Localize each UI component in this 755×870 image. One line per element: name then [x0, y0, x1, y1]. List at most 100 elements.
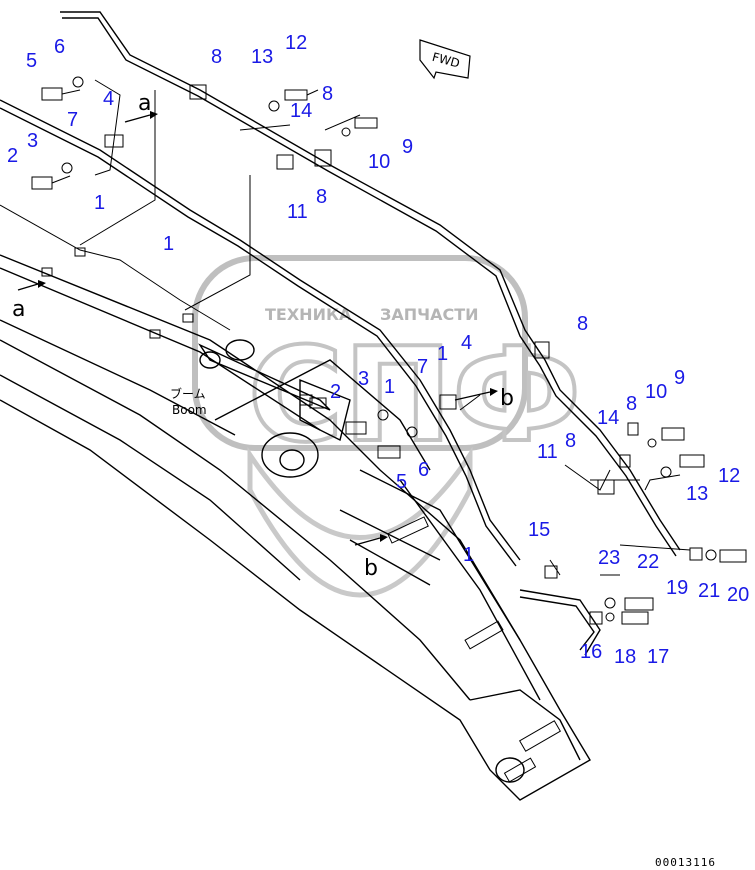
- callout-label: 1: [463, 544, 474, 566]
- view-arrows: a a b b: [12, 91, 514, 581]
- fwd-label: FWD: [431, 50, 462, 71]
- watermark-text-1: ТЕХНИКА: [265, 305, 352, 324]
- view-marker-b-right: b: [500, 386, 514, 411]
- callout-label: 2: [7, 145, 18, 167]
- clamp-icon: [619, 454, 631, 468]
- callout-label: 19: [666, 577, 688, 599]
- callout-label: 17: [647, 646, 669, 668]
- bolt-icon: [661, 427, 685, 441]
- clamp-icon: [627, 422, 639, 436]
- callout-label: 12: [285, 32, 307, 54]
- callout-label: 5: [26, 50, 37, 72]
- callout-label: 10: [368, 151, 390, 173]
- callout-label: 20: [727, 584, 749, 606]
- callout-label: 8: [322, 83, 333, 105]
- clamp-icon: [189, 84, 207, 100]
- clamp-icon: [439, 394, 457, 410]
- clamp-icon: [534, 341, 550, 359]
- callout-label: 8: [316, 186, 327, 208]
- clamp-icon: [597, 479, 615, 495]
- watermark-frame: [192, 255, 528, 451]
- callout-label: 16: [580, 641, 602, 663]
- view-marker-a-top: a: [138, 91, 151, 116]
- document-number: 00013116: [655, 856, 716, 869]
- boom-foot-pin: [225, 339, 255, 361]
- washer-icon: [72, 76, 84, 88]
- washer-icon: [605, 612, 615, 622]
- callout-label: 18: [614, 646, 636, 668]
- callout-label: 4: [103, 88, 114, 110]
- callout-label: 1: [94, 192, 105, 214]
- callout-label: 6: [418, 459, 429, 481]
- bolt-icon: [41, 87, 81, 101]
- bolt-icon: [679, 454, 705, 468]
- callout-label: 21: [698, 580, 720, 602]
- bolt-icon: [621, 611, 649, 625]
- callout-label: 4: [461, 332, 472, 354]
- boom-label-en: Boom: [172, 403, 207, 417]
- callouts: 5 6 4 7 3 2 1 8 13 12 8 14 9 10 8 11 1 8…: [7, 32, 749, 668]
- callout-label: 15: [528, 519, 550, 541]
- callout-label: 3: [358, 368, 369, 390]
- washer-icon: [647, 438, 657, 448]
- callout-label: 8: [626, 393, 637, 415]
- callout-label: 9: [402, 136, 413, 158]
- view-marker-a-left: a: [12, 297, 25, 322]
- callout-label: 13: [686, 483, 708, 505]
- callout-label: 12: [718, 465, 740, 487]
- callout-label: 2: [330, 381, 341, 403]
- washer-icon: [341, 127, 351, 137]
- callout-label: 14: [597, 407, 619, 429]
- callout-label: 8: [211, 46, 222, 68]
- callout-label: 23: [598, 547, 620, 569]
- clamp-icon: [299, 394, 313, 406]
- callout-label: 3: [27, 130, 38, 152]
- callout-label: 7: [417, 356, 428, 378]
- callout-label: 11: [537, 441, 558, 463]
- fwd-arrow-icon: [419, 39, 471, 80]
- fwd-arrow: FWD: [419, 39, 471, 80]
- clamp-icon: [104, 134, 124, 148]
- clamp-icon: [689, 547, 703, 561]
- clamp-icon: [544, 565, 558, 579]
- callout-label: 11: [287, 201, 308, 223]
- callout-label: 14: [290, 100, 312, 122]
- boom-body: [0, 254, 591, 801]
- boom-pin-boss: [261, 432, 319, 478]
- washer-icon: [268, 100, 280, 112]
- bolt-icon: [624, 597, 654, 611]
- watermark-text-2: ЗАПЧАСТИ: [380, 305, 479, 324]
- clamp-icon: [276, 154, 294, 170]
- callout-label: 5: [396, 471, 407, 493]
- clamps: [41, 247, 562, 783]
- hardware: [31, 76, 747, 625]
- bolt-icon: [284, 89, 319, 101]
- washer-icon: [406, 426, 418, 438]
- piping: [0, 11, 681, 656]
- callout-label: 1: [384, 376, 395, 398]
- washer-icon: [660, 466, 672, 478]
- clamp-icon: [314, 149, 332, 167]
- callout-label: 22: [637, 551, 659, 573]
- callout-label: 1: [163, 233, 174, 255]
- watermark: ТЕХНИКА ЗАПЧАСТИ СПФ: [192, 255, 583, 598]
- callout-label: 7: [67, 109, 78, 131]
- callout-label: 1: [437, 343, 448, 365]
- washer-icon: [377, 409, 389, 421]
- callout-label: 10: [645, 381, 667, 403]
- bolt-icon: [354, 117, 378, 129]
- clamp-icon: [589, 611, 603, 625]
- washer-icon: [61, 162, 73, 174]
- callout-label: 9: [674, 367, 685, 389]
- bolt-icon: [31, 175, 71, 190]
- washer-icon: [705, 549, 717, 561]
- callout-label: 8: [577, 313, 588, 335]
- washer-icon: [604, 597, 616, 609]
- boom-label-jp: ブーム: [170, 386, 206, 401]
- bolt-icon: [719, 549, 747, 563]
- callout-label: 8: [565, 430, 576, 452]
- watermark-shield: [247, 446, 473, 598]
- bolt-icon: [377, 445, 401, 459]
- callout-label: 6: [54, 36, 65, 58]
